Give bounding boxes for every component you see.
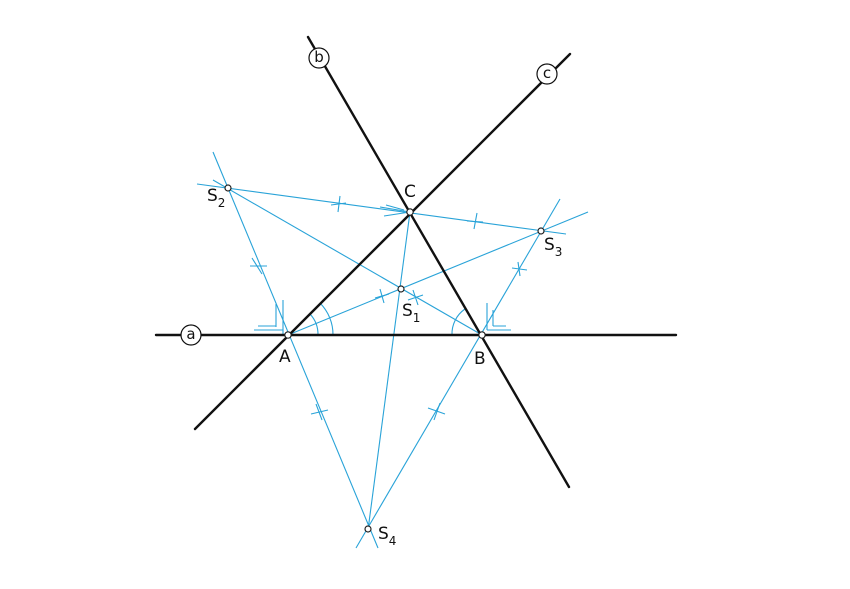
point-b [478,331,486,339]
bisector-c-s4 [367,211,411,531]
line-label-b-circle [308,47,330,69]
tick-b-s4-1 [427,407,446,415]
center-label-s2: S2 [207,186,225,210]
vertex-label-a: A [279,347,291,367]
center-label-s3: S3 [544,235,562,259]
line-label-a-circle [180,324,202,346]
line-label-a: a [180,324,202,346]
tick-s3-b-2 [517,261,521,277]
center-label-s4: S4 [378,524,396,548]
tick-s2-c-2 [330,202,347,206]
point-s3 [537,227,545,235]
bisector-s2-s4 [212,151,379,549]
tick-a-s4-2 [315,403,323,421]
angle-mark-c-1 [379,206,411,217]
point-s2 [224,184,232,192]
angle-arc-a-inner [309,313,319,336]
line-label-a-text: a [186,325,195,343]
tick-a-s1-2 [374,293,390,299]
point-c [406,208,414,216]
angle-mark-b-ext-2 [492,310,506,327]
center-label-s1: S1 [402,301,420,325]
angle-mark-a-ext-2 [258,304,277,327]
bisector-s3-s4 [355,198,561,549]
line-label-c: c [536,63,558,85]
point-a [284,331,292,339]
tick-marks [250,195,528,421]
line-b [306,35,571,489]
line-c [193,52,572,431]
points [224,184,545,533]
bisector-s2-b [212,179,483,336]
angle-arc-b [451,308,466,336]
angle-mark-b-ext-1 [486,303,511,331]
line-label-c-circle [536,63,558,85]
tick-b-s4-2 [433,402,441,421]
point-s4 [364,525,372,533]
angle-mark-a-ext-1 [254,300,284,334]
angle-mark-c-2 [385,204,405,211]
line-label-b-text: b [314,48,324,66]
tick-c-s3-2 [466,220,484,223]
external-bisector-s2-s3 [196,183,567,235]
angle-markers [254,204,511,336]
line-label-c-text: c [543,64,551,82]
triangle-lines [154,35,678,489]
construction-lines [196,151,589,549]
point-s1 [397,285,405,293]
tick-s1-b-2 [407,294,424,301]
vertex-label-c: C [404,182,416,202]
tick-s2-a-2 [251,257,263,275]
angle-arc-a-outer [319,302,334,336]
vertex-label-b: B [474,349,486,369]
line-label-b: b [308,47,330,69]
